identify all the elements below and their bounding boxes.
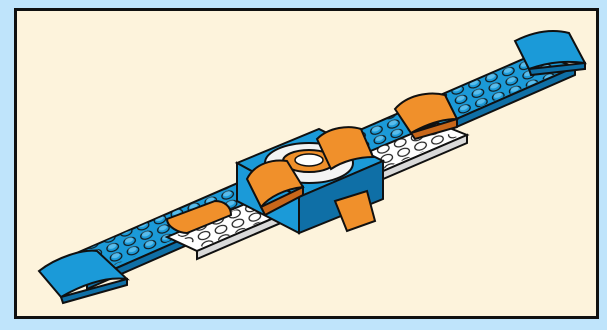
instruction-step-panel <box>14 8 599 319</box>
model-illustration <box>17 11 596 316</box>
